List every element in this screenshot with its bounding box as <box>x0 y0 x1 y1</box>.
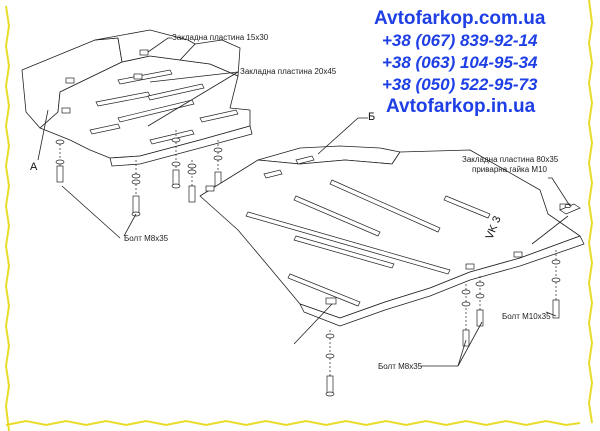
callout-plate-80x35-line1: Закладна пластина 80х35 <box>462 155 559 164</box>
frame-left-edge <box>4 5 11 431</box>
part-b-fasteners <box>325 203 581 397</box>
callout-plate-80x35-line2: приварна гайка М10 <box>472 165 548 174</box>
leader-line <box>545 311 557 317</box>
advert-site-top: Avtofarkop.com.ua <box>374 8 546 29</box>
bolt-m8-icon <box>325 330 335 397</box>
bolt-m10-icon <box>551 250 561 319</box>
leader-line <box>457 339 467 367</box>
leader-line <box>147 37 172 53</box>
advert-phone-1: +38 (067) 839-92-14 <box>382 31 538 50</box>
slot <box>293 195 381 237</box>
leader-line <box>149 71 239 83</box>
advert-site-bottom: Avtofarkop.in.ua <box>386 96 536 117</box>
part-b-label: Б <box>368 111 375 123</box>
callout-bolt-m10: Болт М10х35 <box>502 312 551 321</box>
bolt-m8-icon <box>213 140 223 187</box>
part-a-label: А <box>30 161 38 173</box>
callout-plate-20x45: Закладна пластина 20х45 <box>240 67 337 76</box>
slot <box>117 99 195 123</box>
bolt-m8-icon <box>475 276 485 327</box>
decorative-frame <box>4 0 594 431</box>
callout-bolt-m8-part-b: Болт М8х35 <box>378 362 423 371</box>
leader-line <box>61 185 121 239</box>
leader-line <box>457 321 483 367</box>
mount-hole <box>133 73 143 80</box>
leader-line <box>293 303 333 345</box>
slot <box>329 179 441 233</box>
slot <box>443 195 491 219</box>
mount-hole <box>139 49 149 56</box>
slot <box>147 83 205 101</box>
leader-line <box>548 177 571 207</box>
slot <box>199 109 239 123</box>
mount-hole <box>65 77 75 84</box>
part-b-main-plate <box>199 149 581 319</box>
slot <box>117 69 173 85</box>
advert-phone-3: +38 (050) 522-95-73 <box>382 75 538 94</box>
bolt-m8-icon <box>171 130 181 189</box>
part-b-front-lip <box>299 235 585 327</box>
leader-line <box>123 213 137 237</box>
mount-hole <box>325 297 337 305</box>
leader-line <box>317 117 368 155</box>
advert-phone-2: +38 (063) 104-95-34 <box>382 53 538 72</box>
bolt-m8-icon <box>187 160 197 203</box>
slot <box>287 273 361 307</box>
part-a-bottom-lip <box>109 125 253 167</box>
slot <box>293 235 395 269</box>
bolt-m8-icon <box>461 284 471 347</box>
part-a-leaders <box>37 37 239 239</box>
mount-hole <box>513 251 523 258</box>
mount-hole <box>61 107 71 114</box>
frame-right-edge <box>587 0 594 424</box>
mount-hole <box>465 263 475 270</box>
mount-hole <box>205 185 215 192</box>
bolt-m8-icon <box>131 160 141 217</box>
leader-line <box>531 215 569 245</box>
leader-line <box>147 71 239 127</box>
slot <box>295 155 315 165</box>
slot <box>245 211 451 275</box>
slot <box>149 129 195 145</box>
frame-bottom-edge <box>5 419 581 427</box>
slot <box>89 123 121 135</box>
slot <box>263 169 283 179</box>
part-a-slots <box>61 49 239 145</box>
callout-bolt-m8-part-a: Болт М8х35 <box>124 234 169 243</box>
part-b-leaders <box>293 117 571 367</box>
leader-line <box>37 109 49 161</box>
weld-nut-plate-icon <box>559 203 581 215</box>
callout-plate-15x30: Закладна пластина 15х30 <box>172 33 269 42</box>
bolt-m8-icon <box>55 139 65 183</box>
part-a-fasteners <box>55 130 223 217</box>
